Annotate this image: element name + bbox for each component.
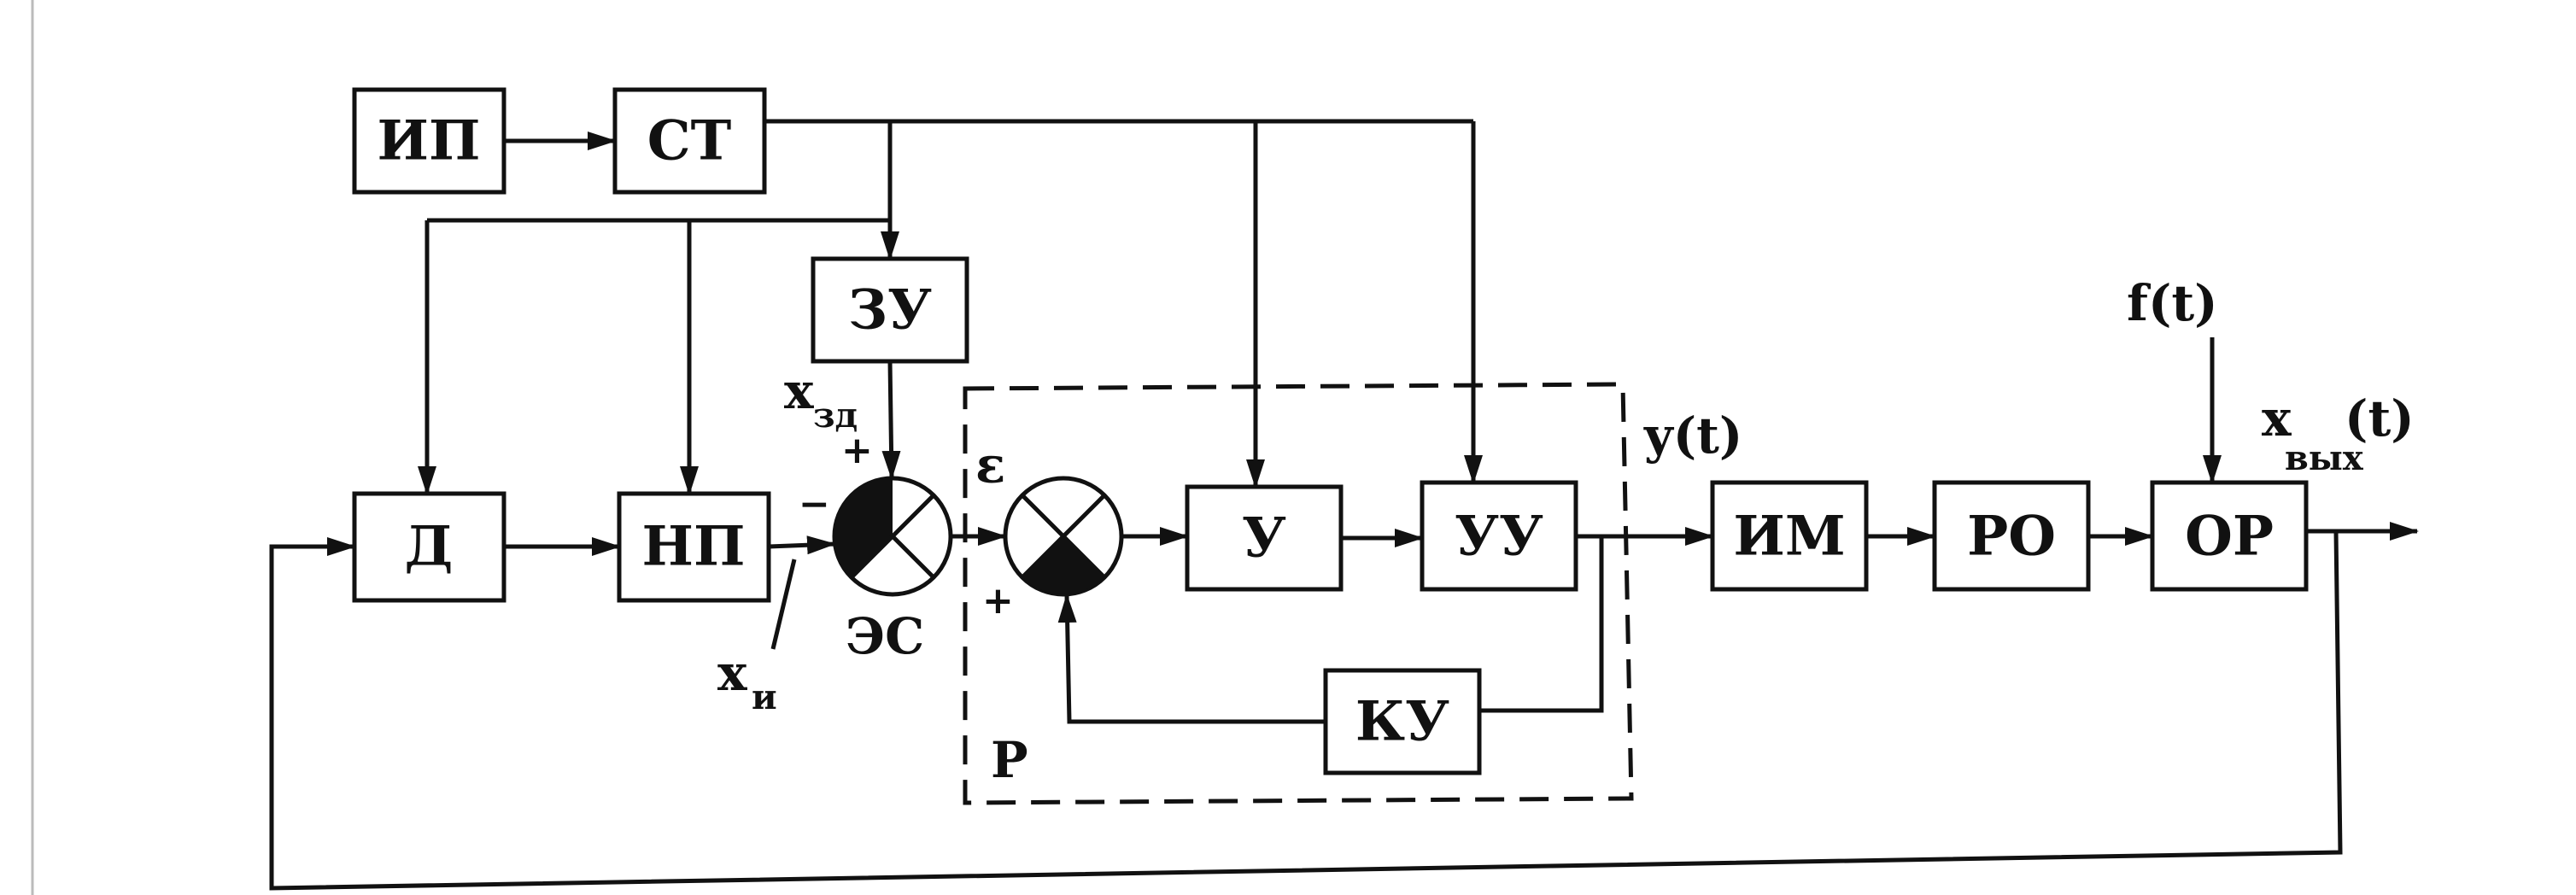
block-zu-label: ЗУ bbox=[848, 278, 932, 342]
block-or: ОР bbox=[2150, 480, 2309, 592]
block-im-label: ИМ bbox=[1733, 505, 1845, 569]
block-d: Д bbox=[352, 491, 506, 603]
x-out-sub: вых bbox=[2285, 438, 2364, 478]
label-x-zd: x зд bbox=[784, 362, 858, 436]
block-ip: ИП bbox=[352, 87, 506, 195]
block-st: СТ bbox=[612, 87, 767, 195]
block-im: ИМ bbox=[1710, 480, 1869, 592]
block-d-label: Д bbox=[405, 515, 454, 579]
block-np-label: НП bbox=[642, 515, 746, 579]
label-es: ЭС bbox=[846, 607, 924, 665]
block-uu-label: УУ bbox=[1455, 505, 1543, 569]
block-uu: УУ bbox=[1420, 480, 1578, 592]
label-epsilon: ε bbox=[975, 436, 1005, 494]
block-ip-label: ИП bbox=[378, 109, 481, 173]
label-f-t: f(t) bbox=[2127, 274, 2218, 332]
block-zu: ЗУ bbox=[811, 256, 969, 364]
label-x-i: x и bbox=[717, 644, 777, 717]
plus-sign-top: + bbox=[841, 429, 873, 472]
block-or-label: ОР bbox=[2185, 505, 2274, 569]
regulator-boundary bbox=[963, 382, 1634, 805]
x-zd-sub: зд bbox=[813, 395, 858, 436]
minus-sign-left: − bbox=[799, 483, 830, 526]
block-ro: РО bbox=[1932, 480, 2091, 592]
label-y-t: y(t) bbox=[1643, 407, 1742, 465]
x-out-arg: (t) bbox=[2345, 389, 2415, 448]
block-u: У bbox=[1185, 484, 1344, 592]
x-i-main: x bbox=[717, 644, 747, 702]
block-ku: КУ bbox=[1323, 668, 1482, 775]
x-i-sub: и bbox=[752, 677, 777, 717]
label-r: Р bbox=[991, 731, 1028, 789]
summing-junction-r bbox=[1003, 476, 1124, 597]
block-np: НП bbox=[617, 491, 771, 603]
signal-wires bbox=[269, 119, 2419, 891]
block-ku-label: КУ bbox=[1355, 690, 1449, 754]
block-st-label: СТ bbox=[647, 109, 732, 173]
block-ro-label: РО bbox=[1967, 505, 2056, 569]
block-u-label: У bbox=[1242, 506, 1286, 570]
x-zd-main: x bbox=[784, 362, 814, 420]
plus-sign-bottom: + bbox=[982, 579, 1014, 623]
x-out-main: x bbox=[2262, 389, 2292, 448]
summing-junction-es bbox=[832, 476, 953, 597]
label-x-out: x вых (t) bbox=[2262, 389, 2415, 478]
